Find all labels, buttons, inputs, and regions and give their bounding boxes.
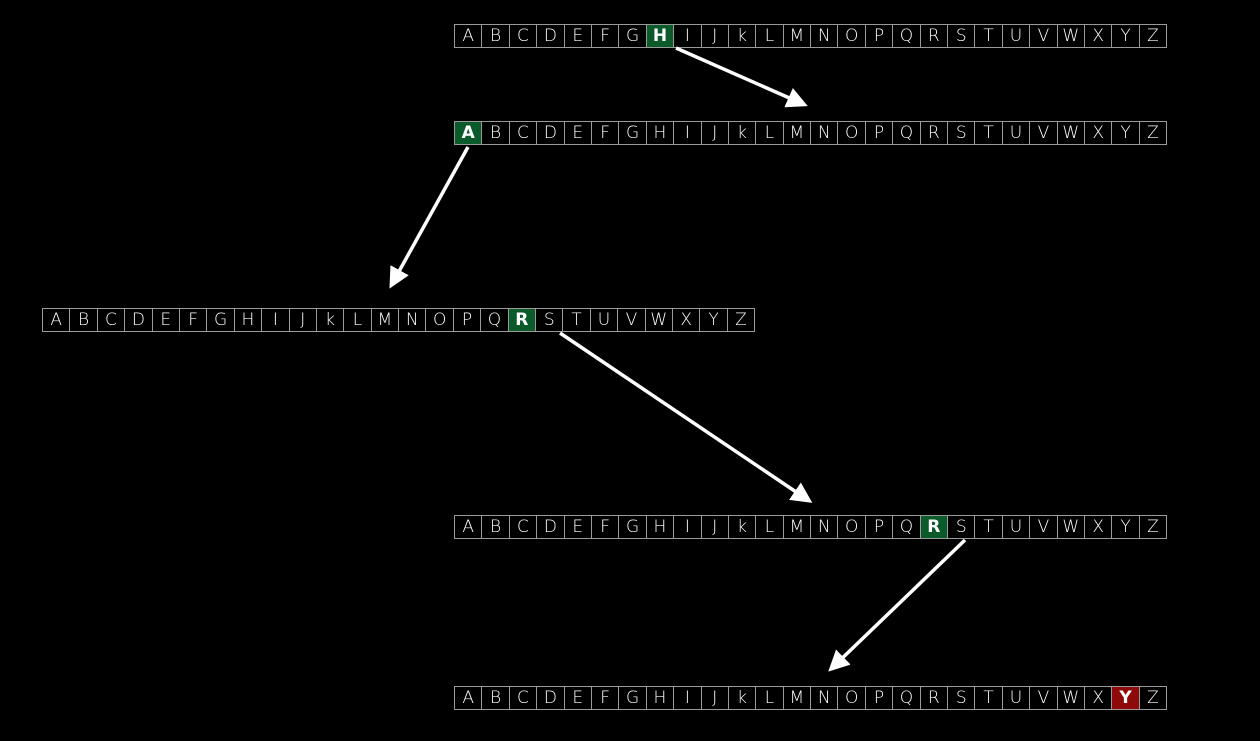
highlighted-letter-cell: Y [1111, 686, 1140, 710]
highlighted-letter-cell: R [919, 515, 949, 539]
arrow-4 [828, 538, 967, 672]
highlighted-letter-cell: R [507, 308, 537, 332]
letter-cell: Z [1138, 515, 1168, 539]
arrow-3 [559, 331, 813, 503]
highlighted-letter-cell: A [454, 121, 483, 145]
arrow-1 [675, 46, 808, 108]
letter-cell: Z [1138, 24, 1168, 48]
arrow-2 [389, 146, 470, 289]
letter-cell: Z [1138, 121, 1168, 145]
letter-cell: Z [726, 308, 756, 332]
highlighted-letter-cell: H [645, 24, 675, 48]
letter-cell: Z [1138, 686, 1168, 710]
